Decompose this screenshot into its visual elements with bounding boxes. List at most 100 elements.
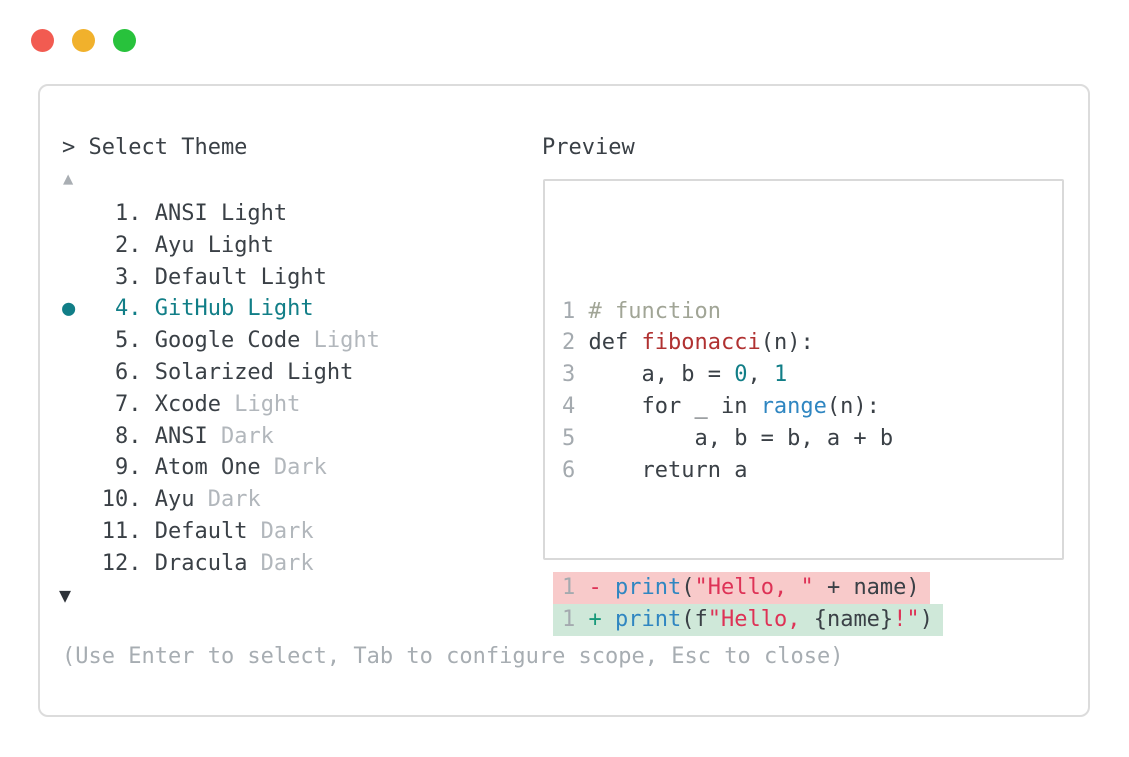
token-text: + name) bbox=[813, 574, 920, 600]
line-number: 1 bbox=[562, 298, 589, 324]
code-line: 4 for _ in range(n): bbox=[562, 391, 943, 423]
theme-item-variant-label: Dark bbox=[207, 423, 274, 449]
theme-item-github-light[interactable]: ● 4. GitHub Light bbox=[62, 293, 380, 325]
code-line: 2 def fibonacci(n): bbox=[562, 327, 943, 359]
token-comment: # function bbox=[588, 298, 721, 324]
bullet-spacer bbox=[62, 201, 75, 226]
theme-item-default-light[interactable]: 3. Default Light bbox=[62, 262, 380, 294]
theme-item-label: 9. Atom One bbox=[75, 455, 261, 481]
theme-item-xcode[interactable]: 7. Xcode Light bbox=[62, 389, 380, 421]
diff-line-removed: 1 - print("Hello, " + name) bbox=[553, 571, 943, 604]
line-number: 1 bbox=[562, 606, 589, 632]
selected-bullet-icon: ● bbox=[62, 296, 76, 322]
theme-list: 1. ANSI Light 2. Ayu Light 3. Default Li… bbox=[62, 198, 380, 580]
scroll-up-icon[interactable]: ▲ bbox=[63, 169, 74, 189]
theme-item-variant-label: Dark bbox=[194, 487, 261, 513]
theme-item-label: 4. GitHub Light bbox=[75, 296, 314, 322]
bullet-spacer bbox=[62, 328, 75, 353]
token-builtin: range bbox=[760, 393, 827, 419]
theme-item-dracula[interactable]: 12. Dracula Dark bbox=[62, 548, 380, 580]
theme-item-label: 1. ANSI Light bbox=[75, 201, 288, 226]
theme-item-label: 7. Xcode bbox=[75, 391, 221, 417]
token-text: a, b = b, a + b bbox=[588, 425, 894, 451]
theme-item-label: 6. Solarized Light bbox=[75, 359, 354, 385]
token-text: (n): bbox=[760, 330, 814, 356]
theme-item-variant-label: Light bbox=[300, 328, 380, 354]
bullet-spacer bbox=[62, 392, 75, 417]
token-text: , bbox=[747, 362, 774, 388]
theme-item-solarized-light[interactable]: 6. Solarized Light bbox=[62, 357, 380, 389]
bullet-spacer bbox=[62, 265, 75, 290]
token-num: 1 bbox=[773, 362, 788, 388]
zoom-button[interactable] bbox=[113, 29, 136, 52]
token-builtin: print bbox=[615, 574, 682, 600]
diff-highlight-added: 1 + print(f"Hello, {name}!") bbox=[553, 603, 943, 636]
diff-lines: 1 - print("Hello, " + name)1 + print(f"H… bbox=[553, 571, 943, 636]
close-button[interactable] bbox=[31, 29, 54, 52]
theme-picker-window: > Select Theme ▲ 1. ANSI Light 2. Ayu Li… bbox=[38, 84, 1090, 717]
bullet-spacer bbox=[62, 551, 75, 576]
bullet-spacer bbox=[62, 424, 75, 449]
theme-item-ansi-light[interactable]: 1. ANSI Light bbox=[62, 198, 380, 230]
line-number: 3 bbox=[562, 362, 589, 388]
theme-item-atom-one[interactable]: 9. Atom One Dark bbox=[62, 452, 380, 484]
scroll-down-icon[interactable]: ▼ bbox=[59, 583, 72, 607]
token-plus: + bbox=[588, 606, 615, 632]
token-text: for _ in bbox=[588, 393, 761, 419]
token-text: return a bbox=[588, 457, 748, 483]
line-number: 5 bbox=[562, 425, 589, 451]
token-text: (f bbox=[681, 606, 708, 632]
theme-item-variant-label: Light bbox=[220, 391, 301, 417]
token-text: (n): bbox=[826, 393, 880, 419]
theme-item-variant-label: Dark bbox=[260, 455, 327, 481]
line-number: 6 bbox=[562, 457, 589, 483]
code-line: 5 a, b = b, a + b bbox=[562, 423, 943, 455]
token-string: "Hello, bbox=[707, 606, 814, 632]
bullet-spacer bbox=[62, 487, 75, 512]
theme-item-label: 12. Dracula bbox=[75, 550, 248, 576]
token-minus: - bbox=[588, 574, 615, 600]
theme-item-ansi[interactable]: 8. ANSI Dark bbox=[62, 421, 380, 453]
theme-item-label: 8. ANSI bbox=[75, 423, 208, 449]
prompt-title: > Select Theme bbox=[62, 135, 248, 160]
code-line: 6 return a bbox=[562, 455, 943, 487]
preview-title: Preview bbox=[542, 135, 635, 160]
code-line: 3 a, b = 0, 1 bbox=[562, 359, 943, 391]
theme-item-default[interactable]: 11. Default Dark bbox=[62, 516, 380, 548]
window-controls bbox=[31, 29, 136, 52]
token-builtin: print bbox=[615, 606, 682, 632]
theme-item-label: 10. Ayu bbox=[75, 487, 195, 513]
token-string: "Hello, " bbox=[694, 574, 814, 600]
token-text: def bbox=[588, 330, 642, 356]
token-num: 0 bbox=[734, 362, 748, 388]
diff-highlight-removed: 1 - print("Hello, " + name) bbox=[553, 571, 930, 604]
theme-item-variant-label: Dark bbox=[247, 550, 314, 576]
minimize-button[interactable] bbox=[72, 29, 95, 52]
token-text: {name} bbox=[813, 606, 894, 632]
line-number: 4 bbox=[562, 393, 589, 419]
code-line: 1 # function bbox=[562, 296, 943, 328]
token-text: ) bbox=[919, 606, 933, 632]
diff-line-added: 1 + print(f"Hello, {name}!") bbox=[553, 603, 943, 636]
theme-item-google-code[interactable]: 5. Google Code Light bbox=[62, 325, 380, 357]
bullet-spacer bbox=[62, 519, 75, 544]
token-func: fibonacci bbox=[641, 330, 761, 356]
theme-item-ayu-light[interactable]: 2. Ayu Light bbox=[62, 230, 380, 262]
theme-item-variant-label: Dark bbox=[247, 518, 314, 544]
bullet-spacer bbox=[62, 233, 75, 258]
token-text: a, b = bbox=[588, 362, 735, 388]
footer-hint: (Use Enter to select, Tab to configure s… bbox=[62, 644, 844, 669]
token-text: ( bbox=[681, 574, 695, 600]
line-number: 1 bbox=[562, 574, 589, 600]
theme-item-label: 5. Google Code bbox=[75, 328, 301, 354]
theme-item-label: 2. Ayu Light bbox=[75, 232, 274, 258]
theme-item-ayu[interactable]: 10. Ayu Dark bbox=[62, 484, 380, 516]
bullet-spacer bbox=[62, 360, 75, 385]
token-string: !" bbox=[893, 606, 920, 632]
theme-item-label: 11. Default bbox=[75, 518, 248, 544]
line-number: 2 bbox=[562, 330, 589, 356]
bullet-spacer bbox=[62, 455, 75, 480]
